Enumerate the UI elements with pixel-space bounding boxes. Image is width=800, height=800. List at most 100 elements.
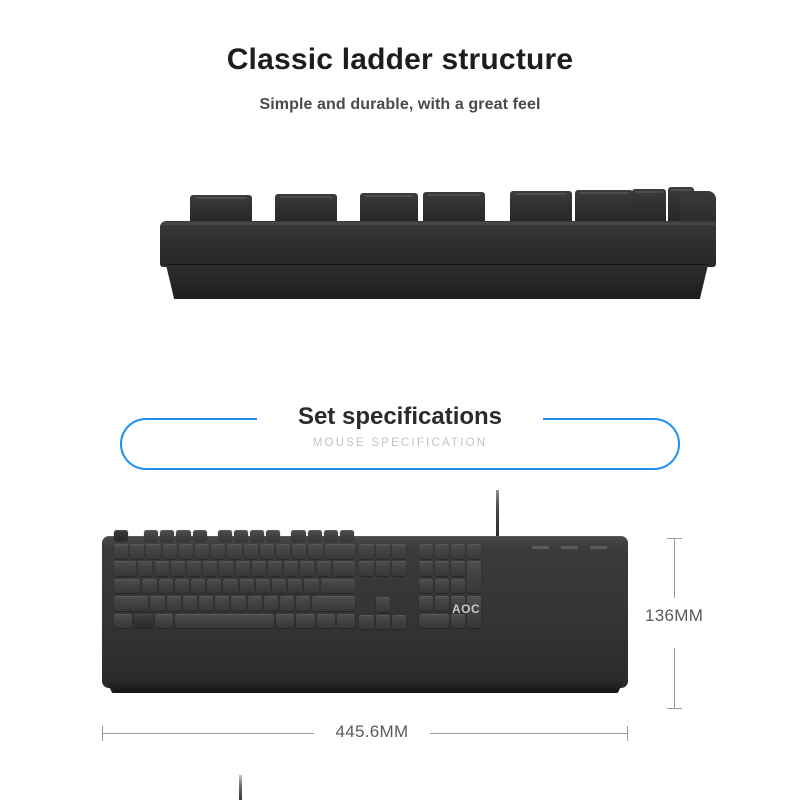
keyboard-key (304, 578, 319, 594)
keyboard-key (450, 561, 466, 576)
dimension-height-line-bottom (674, 648, 675, 708)
status-led (590, 546, 607, 549)
keyboard-key (359, 544, 374, 559)
keyboard-key (134, 613, 153, 629)
keyboard-key (174, 578, 189, 594)
keyboard-key (114, 578, 141, 594)
keyboard-key (418, 596, 433, 611)
keyboard-key (375, 597, 390, 612)
dimension-width-line-left (102, 733, 314, 734)
keyboard-side-profile-image (160, 175, 720, 320)
keyboard-key (219, 561, 234, 576)
keyboard-key (276, 613, 295, 629)
keyboard-chassis (102, 536, 628, 688)
status-led (561, 546, 578, 549)
dimension-width-line-right (430, 733, 628, 734)
keyboard-key (339, 530, 355, 541)
keyboard-key (316, 561, 331, 576)
keyboard-chassis-upper (160, 221, 716, 267)
keyboard-key (170, 561, 185, 576)
keyboard-key (324, 544, 355, 559)
keyboard-key (251, 561, 266, 576)
keyboard-key (375, 544, 390, 559)
keycap-profile (510, 191, 572, 225)
keyboard-key (336, 613, 355, 629)
keyboard-key (434, 578, 449, 594)
keyboard-key (154, 561, 169, 576)
keyboard-key (190, 578, 206, 594)
keyboard-key (215, 596, 230, 611)
keyboard-key (231, 596, 246, 611)
keyboard-key (146, 544, 161, 559)
keyboard-key (266, 530, 281, 541)
keyboard-key (211, 544, 226, 559)
keyboard-key (467, 544, 482, 559)
keyboard-key (207, 578, 222, 594)
keyboard-key (114, 544, 129, 559)
keyboard-topdown-image: AOC (100, 490, 700, 750)
keyboard-key (450, 596, 466, 611)
mouse-cable-teaser (239, 775, 242, 800)
keyboard-key (291, 530, 306, 541)
keyboard-key (450, 544, 466, 559)
keyboard-front-lip (106, 680, 624, 693)
keyboard-key (239, 578, 254, 594)
keyboard-key (130, 544, 145, 559)
keycap-profile (275, 194, 337, 225)
keyboard-key (375, 614, 390, 630)
keyboard-key (375, 561, 390, 576)
keyboard-key (186, 561, 202, 576)
keyboard-key (154, 613, 173, 629)
keyboard-key (320, 578, 355, 594)
keyboard-key (418, 613, 449, 629)
keyboard-key (178, 544, 193, 559)
keyboard-key (259, 544, 274, 559)
keyboard-key (391, 561, 407, 576)
keycap-profile (575, 190, 633, 225)
keyboard-key (296, 596, 311, 611)
keyboard-key (142, 578, 157, 594)
keyboard-key (217, 530, 232, 541)
keyboard-key (182, 596, 198, 611)
keyboard-key (467, 596, 482, 629)
keyboard-key (203, 561, 218, 576)
spec-subtitle: MOUSE SPECIFICATION (312, 437, 488, 449)
page-subtitle: Simple and durable, with a great feel (259, 96, 541, 113)
keycap-profile-row (180, 183, 710, 225)
keyboard-key (243, 544, 258, 559)
keyboard-key (227, 544, 242, 559)
keycap-cluster-right (680, 191, 716, 225)
keyboard-key (166, 596, 181, 611)
keyboard-key (192, 530, 207, 541)
keyboard-key (114, 613, 133, 629)
keyboard-key (138, 561, 153, 576)
keyboard-key (467, 561, 482, 594)
keyboard-key (323, 530, 338, 541)
aoc-brand-logo: AOC (452, 602, 481, 616)
dimension-width: 445.6MM (100, 718, 630, 752)
keyboard-key (434, 596, 449, 611)
keyboard-key (332, 561, 355, 576)
keyboard-key (114, 530, 129, 541)
dimension-width-label: 445.6MM (335, 722, 409, 741)
keyboard-key (434, 561, 449, 576)
keyboard-key (114, 596, 149, 611)
keyboard-key (280, 596, 295, 611)
status-led-indicators (532, 546, 610, 553)
keyboard-key (276, 544, 291, 559)
keycap-profile (190, 195, 252, 225)
keyboard-key (114, 561, 137, 576)
spec-title: Set specifications (283, 402, 517, 432)
keyboard-key (284, 561, 299, 576)
keyboard-cable-top (496, 490, 499, 538)
keyboard-key (235, 561, 250, 576)
keyboard-chassis-base (166, 265, 708, 299)
keyboard-key (312, 596, 355, 611)
keyboard-key (150, 596, 165, 611)
keyboard-key (271, 578, 287, 594)
keyboard-key (391, 544, 407, 559)
keyboard-key (199, 596, 214, 611)
keyboard-key (316, 613, 335, 629)
keyboard-key (292, 544, 307, 559)
spec-banner: Set specifications MOUSE SPECIFICATION (120, 402, 680, 470)
